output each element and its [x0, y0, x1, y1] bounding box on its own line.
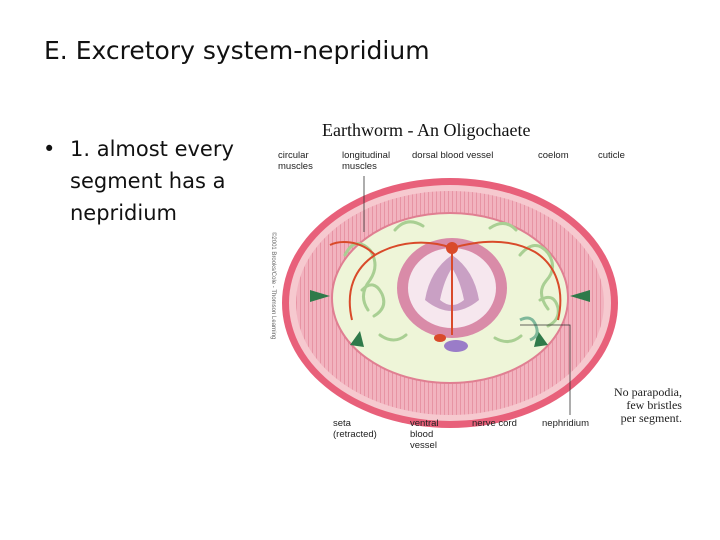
- leader-lines: [363, 176, 571, 415]
- label-cuticle: cuticle: [598, 150, 625, 161]
- bullet-text: 1. almost every segment has a nepridium: [70, 137, 234, 225]
- dorsal-blood-vessel: [446, 242, 458, 254]
- label-circular-muscles: circular muscles: [278, 150, 313, 172]
- annotation-no-parapodia: No parapodia, few bristles per segment.: [614, 385, 682, 425]
- label-seta: seta (retracted): [333, 418, 377, 440]
- setae: [310, 290, 590, 347]
- label-nephridium: nephridium: [542, 418, 589, 429]
- nephridium: [519, 316, 539, 342]
- blood-vessels: [329, 240, 562, 335]
- figure-title: Earthworm - An Oligochaete: [322, 120, 531, 140]
- copyright-notice: ©2001 Brooks/Cole - Thomson Learning: [270, 232, 276, 340]
- nerve-cord: [444, 340, 468, 352]
- label-longitudinal-muscles: longitudinal muscles: [342, 150, 391, 172]
- label-nerve-cord: nerve cord: [472, 418, 517, 429]
- label-ventral-blood-vessel: ventral blood vessel: [410, 418, 439, 451]
- label-coelom: coelom: [538, 150, 569, 161]
- bullet-marker: •: [43, 137, 56, 161]
- slide-title: E. Excretory system-nepridium: [44, 36, 430, 65]
- ventral-blood-vessel: [434, 334, 446, 342]
- label-dorsal-blood-vessel: dorsal blood vessel: [412, 150, 494, 161]
